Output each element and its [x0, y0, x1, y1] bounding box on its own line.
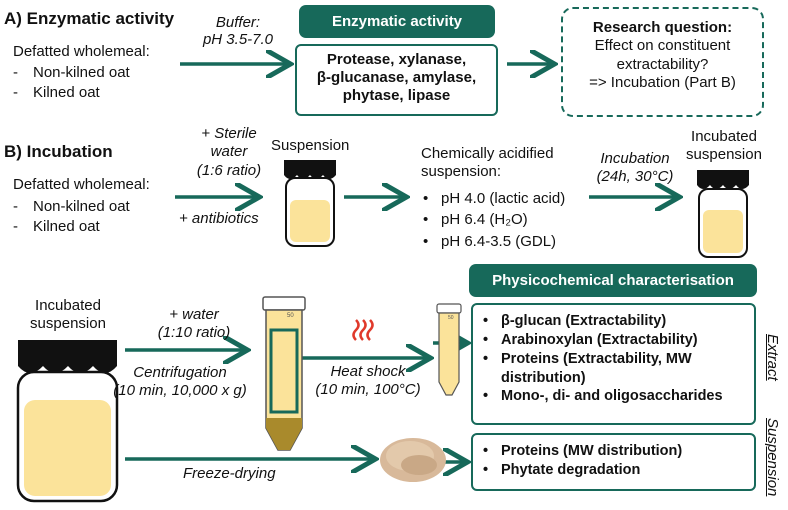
tube-icon [262, 296, 306, 451]
list-item: Proteins (MW distribution) [481, 442, 754, 461]
list-item: Non-kilned oat [9, 64, 130, 82]
freeze-drying-label: Freeze-drying [183, 465, 276, 482]
extract-side-label: Extract [764, 334, 781, 381]
enzymatic-activity-header: Enzymatic activity [299, 5, 495, 38]
antibiotics-label: + antibiotics [179, 210, 259, 227]
centrifugation-label: Centrifugation (10 min, 10,000 x g) [113, 364, 247, 400]
list-item: Phytate degradation [481, 461, 754, 480]
material-list-b: Non-kilned oat Kilned oat [9, 198, 130, 236]
list-item: pH 6.4 (H₂O) [421, 209, 565, 231]
section-b-title: B) Incubation [4, 142, 113, 161]
list-item: Kilned oat [9, 218, 130, 236]
material-heading-b: Defatted wholemeal: [13, 176, 150, 193]
enzyme-list-box: Protease, xylanase, β-glucanase, amylase… [295, 44, 498, 116]
incubated-suspension-label-c: Incubated suspension [30, 297, 106, 332]
material-heading-a: Defatted wholemeal: [13, 43, 150, 60]
physicochemical-header: Physicochemical characterisation [469, 264, 757, 297]
heat-icon [352, 319, 374, 341]
list-item: Non-kilned oat [9, 198, 130, 216]
acidified-label: Chemically acidified suspension: [421, 145, 554, 180]
list-item: Mono-, di- and oligosaccharides [481, 387, 754, 406]
sterile-water-label: + Sterile water (1:6 ratio) [196, 125, 262, 179]
list-item: pH 6.4-3.5 (GDL) [421, 231, 565, 253]
heat-shock-label: Heat shock (10 min, 100°C) [315, 363, 421, 399]
powder-icon [380, 438, 446, 482]
suspension-analysis-box: Proteins (MW distribution) Phytate degra… [471, 433, 756, 491]
incubated-suspension-label: Incubated suspension [686, 128, 762, 163]
tube-mark: 50 [287, 313, 294, 319]
jar-icon [697, 170, 749, 258]
research-question-box: Research question: Effect on constituent… [561, 7, 764, 117]
jar-icon [284, 160, 336, 247]
section-a-title: A) Enzymatic activity [4, 9, 175, 28]
list-item: Proteins (Extractability, MWdistribution… [481, 350, 754, 388]
list-item: Kilned oat [9, 84, 130, 102]
material-list-a: Non-kilned oat Kilned oat [9, 64, 130, 102]
extract-analysis-list: β-glucan (Extractability) Arabinoxylan (… [481, 312, 754, 406]
tube-icon [436, 303, 462, 396]
suspension-analysis-list: Proteins (MW distribution) Phytate degra… [481, 442, 754, 480]
suspension-label: Suspension [271, 137, 350, 154]
water-ratio-label: + water (1:10 ratio) [157, 306, 231, 342]
list-item: Arabinoxylan (Extractability) [481, 331, 754, 350]
ph-condition-list: pH 4.0 (lactic acid) pH 6.4 (H₂O) pH 6.4… [421, 188, 565, 252]
incubation-label: Incubation (24h, 30°C) [596, 150, 674, 186]
buffer-label: Buffer: pH 3.5-7.0 [202, 14, 274, 49]
extract-analysis-box: β-glucan (Extractability) Arabinoxylan (… [471, 303, 756, 425]
tube-mark-small: 50 [448, 315, 454, 321]
jar-icon [16, 340, 119, 503]
list-item: β-glucan (Extractability) [481, 312, 754, 331]
suspension-side-label: Suspension [764, 418, 781, 497]
list-item: pH 4.0 (lactic acid) [421, 188, 565, 210]
